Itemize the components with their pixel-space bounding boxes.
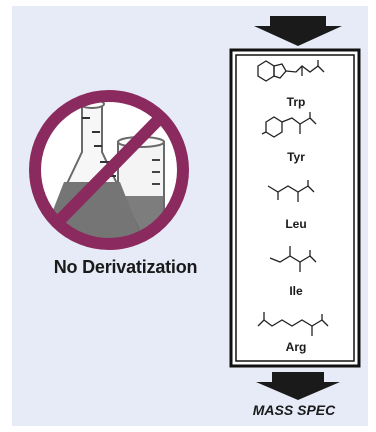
leu-structure — [267, 180, 315, 202]
trp-structure — [257, 60, 325, 82]
amino-acid-label-tyr: Tyr — [287, 150, 305, 164]
no-derivatization-label: No Derivatization — [53, 257, 198, 277]
tyr-structure — [261, 112, 317, 138]
separation-column — [229, 48, 361, 368]
amino-acid-label-arg: Arg — [285, 340, 307, 354]
amino-acid-label-ile: Ile — [289, 284, 303, 298]
prohibition-sign-icon — [29, 90, 189, 250]
down-arrow-icon — [256, 372, 340, 400]
mass-spec-label: MASS SPEC — [252, 402, 336, 418]
ile-structure — [269, 246, 317, 272]
amino-acid-label-trp: Trp — [286, 95, 306, 109]
amino-acid-label-leu: Leu — [285, 217, 307, 231]
down-arrow-icon — [254, 16, 342, 46]
arg-structure — [257, 312, 329, 336]
